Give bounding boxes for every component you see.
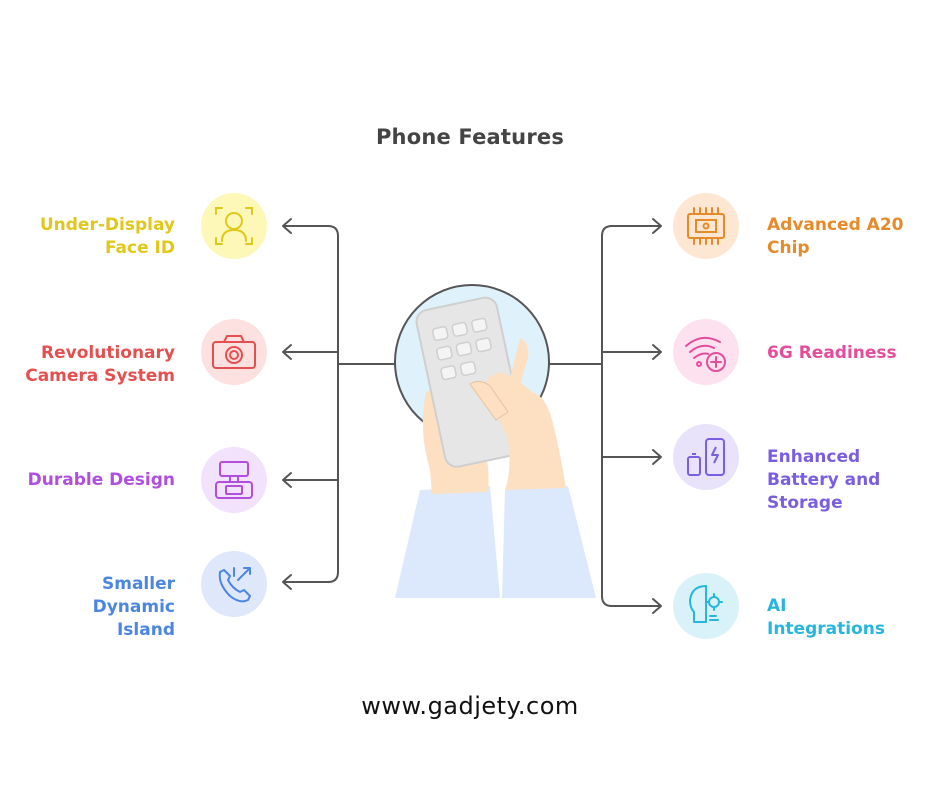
arrowhead-left-3 xyxy=(282,472,292,488)
arrowhead-right-3 xyxy=(652,449,662,465)
label-face-id: Under-Display Face ID xyxy=(39,215,175,258)
pointing-finger xyxy=(469,380,509,421)
arrowhead-left-2 xyxy=(282,344,292,360)
label-6g: 6G Readiness xyxy=(767,343,897,363)
hub-illustration xyxy=(394,284,596,598)
arrowhead-left-1 xyxy=(282,218,292,234)
label-camera: Revolutionary Camera System xyxy=(25,343,175,386)
face-id-icon xyxy=(201,193,267,259)
label-durable: Durable Design xyxy=(27,470,175,490)
right-hand xyxy=(485,372,566,490)
right-sleeve xyxy=(502,486,596,598)
icon-circle xyxy=(673,193,739,259)
ai-head-icon xyxy=(673,573,739,639)
label-chip: Advanced A20 Chip xyxy=(767,215,904,258)
arrowhead-right-2 xyxy=(652,344,662,360)
left-sleeve xyxy=(395,486,500,598)
icon-circle xyxy=(201,551,267,617)
label-dynamic-island: Smaller Dynamic Island xyxy=(92,574,175,640)
camera-icon xyxy=(201,319,267,385)
label-battery: Enhanced Battery and Storage xyxy=(767,447,881,513)
durable-design-icon xyxy=(201,447,267,513)
arrowhead-right-1 xyxy=(652,218,662,234)
icon-circle xyxy=(673,319,739,385)
icon-circle xyxy=(201,447,267,513)
chip-icon xyxy=(673,193,739,259)
wireless-icon xyxy=(673,319,739,385)
footer-url: www.gadjety.com xyxy=(361,692,579,720)
arrowhead-right-4 xyxy=(652,598,662,614)
icon-circle xyxy=(201,193,267,259)
diagram-title: Phone Features xyxy=(375,125,565,149)
label-ai: AI Integrations xyxy=(767,596,885,639)
battery-storage-icon xyxy=(673,424,739,490)
left-spine xyxy=(284,225,339,583)
phone-call-icon xyxy=(201,551,267,617)
phone-graphic xyxy=(415,296,527,468)
arrowhead-left-4 xyxy=(282,574,292,590)
right-spine xyxy=(601,225,660,607)
